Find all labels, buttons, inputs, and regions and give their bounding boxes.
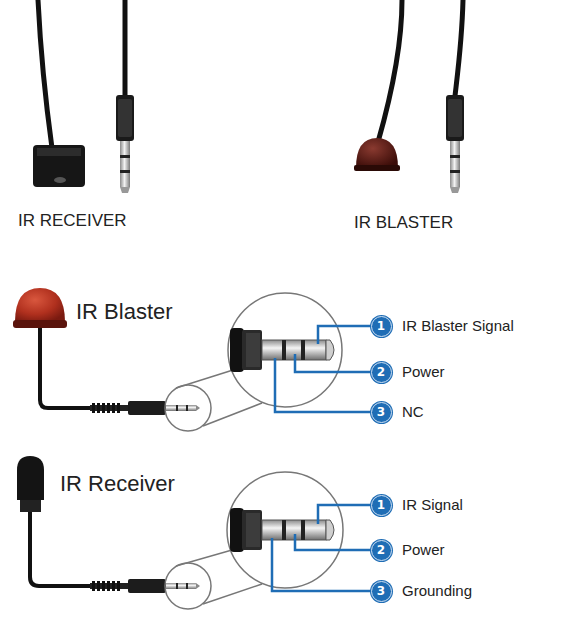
callout-number: 2 [371, 540, 392, 561]
part-name: IR Blaster [76, 299, 173, 325]
callout-number-text: 1 [377, 319, 385, 333]
callout-number-text: 3 [377, 405, 385, 419]
callout-number: 3 [371, 581, 392, 602]
pin-name: Grounding [402, 582, 472, 599]
callout-number-text: 1 [377, 498, 385, 512]
part-name: IR Receiver [60, 471, 175, 497]
callout-number-text: 3 [377, 584, 385, 598]
callout-number: 3 [371, 402, 392, 423]
part-name: IR RECEIVER [18, 211, 127, 231]
callout-number: 1 [371, 495, 392, 516]
callout-number: 2 [371, 362, 392, 383]
pin-name: Power [402, 541, 445, 558]
callout-number: 1 [371, 316, 392, 337]
callout-number-text: 2 [377, 365, 385, 379]
pin-name: Power [402, 363, 445, 380]
callout-number-text: 2 [377, 543, 385, 557]
pin-name: IR Blaster Signal [402, 317, 514, 334]
pin-name: IR Signal [402, 496, 463, 513]
part-name: IR BLASTER [354, 213, 453, 233]
pin-name: NC [402, 403, 424, 420]
